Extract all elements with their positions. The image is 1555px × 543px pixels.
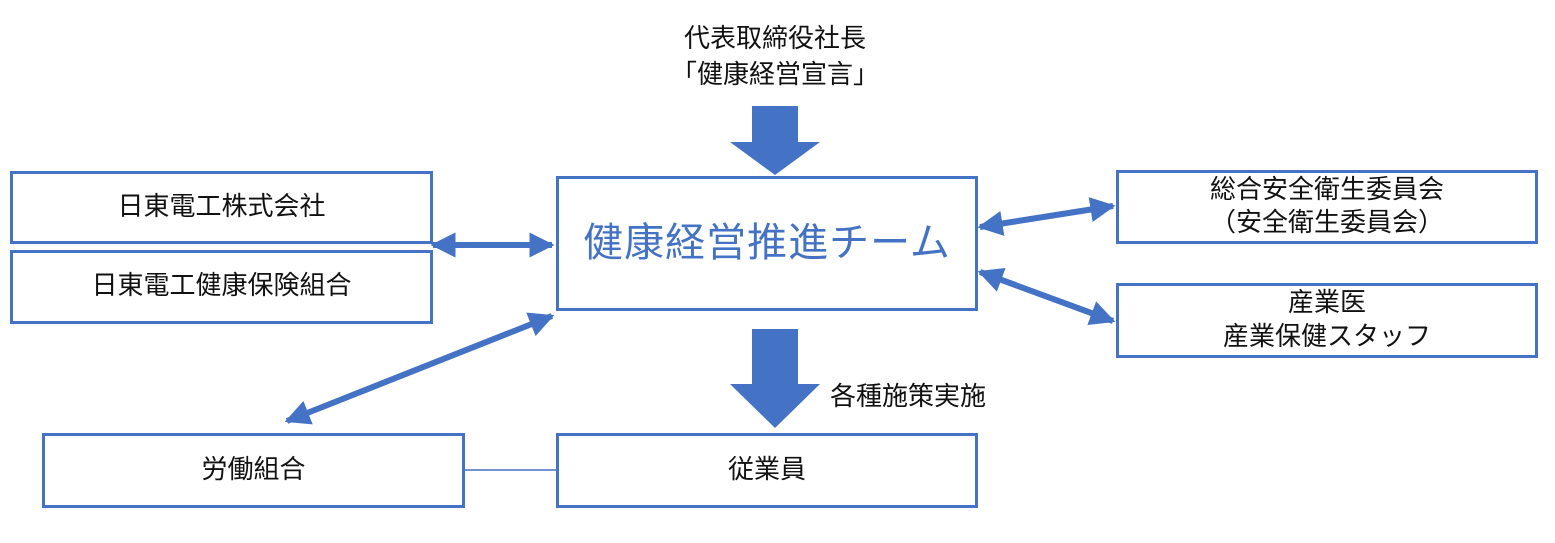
declaration-line-2: 「健康経営宣言」 [670,59,879,90]
labor-union-box: 労働組合 [42,433,465,508]
labor-union-label: 労働組合 [201,454,306,485]
safety-committee-line-2: （安全衛生委員会） [1209,208,1444,238]
declaration-line-1: 代表取締役社長 [683,24,866,54]
team-box: 健康経営推進チーム [556,176,978,311]
health-insurance-box: 日東電工健康保険組合 [10,250,433,324]
health-insurance-label: 日東電工健康保険組合 [91,271,352,302]
nitto-denko-box: 日東電工株式会社 [10,171,433,244]
measures-label: 各種施策実施 [830,382,987,412]
team-committee-arrow [977,197,1116,236]
union-team-arrow [284,312,555,425]
declaration-label: 代表取締役社長 「健康経営宣言」 [620,22,930,94]
safety-committee-line-1: 総合安全衛生委員会 [1209,174,1444,205]
industrial-health-line-2: 産業保健スタッフ [1222,321,1431,352]
industrial-health-line-1: 産業医 [1287,288,1366,319]
employees-box: 従業員 [556,433,978,508]
declaration-down-arrow [730,106,820,175]
industrial-health-box: 産業医 産業保健スタッフ [1116,283,1538,358]
team-label: 健康経営推進チーム [583,219,951,266]
safety-committee-box: 総合安全衛生委員会 （安全衛生委員会） [1116,170,1538,244]
team-health-staff-arrow [977,268,1116,325]
nitto-denko-label: 日東電工株式会社 [117,191,326,222]
measures-down-arrow [730,329,820,428]
employees-label: 従業員 [727,454,806,485]
